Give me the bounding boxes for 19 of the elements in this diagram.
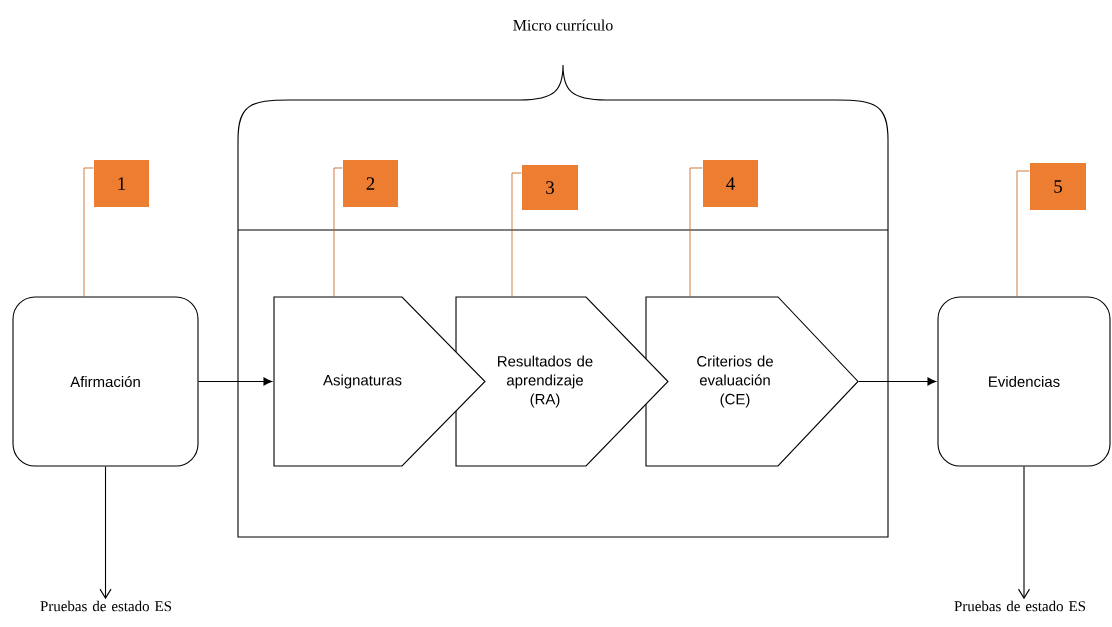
callout-number: 2 [343,160,398,207]
leader-line [1016,170,1030,297]
caption-text: Pruebas de estado ES [954,600,1086,612]
leader-line [333,167,343,297]
leader-line [83,167,94,297]
callout-number: 5 [1030,163,1086,210]
leader-line [511,172,522,297]
caption-text: Pruebas de estado ES [40,600,172,612]
arrow [858,377,937,386]
arrow [198,377,273,386]
callout-number: 1 [94,160,149,207]
rounded-box: Evidencias [937,296,1111,467]
group-heading: Micro currículo [513,19,613,31]
callout-number: 4 [703,160,758,207]
callout-number: 3 [522,165,578,210]
rounded-box: Afirmación [12,296,199,467]
arrow [99,466,112,600]
leader-line [689,167,703,297]
arrow [1017,466,1031,600]
